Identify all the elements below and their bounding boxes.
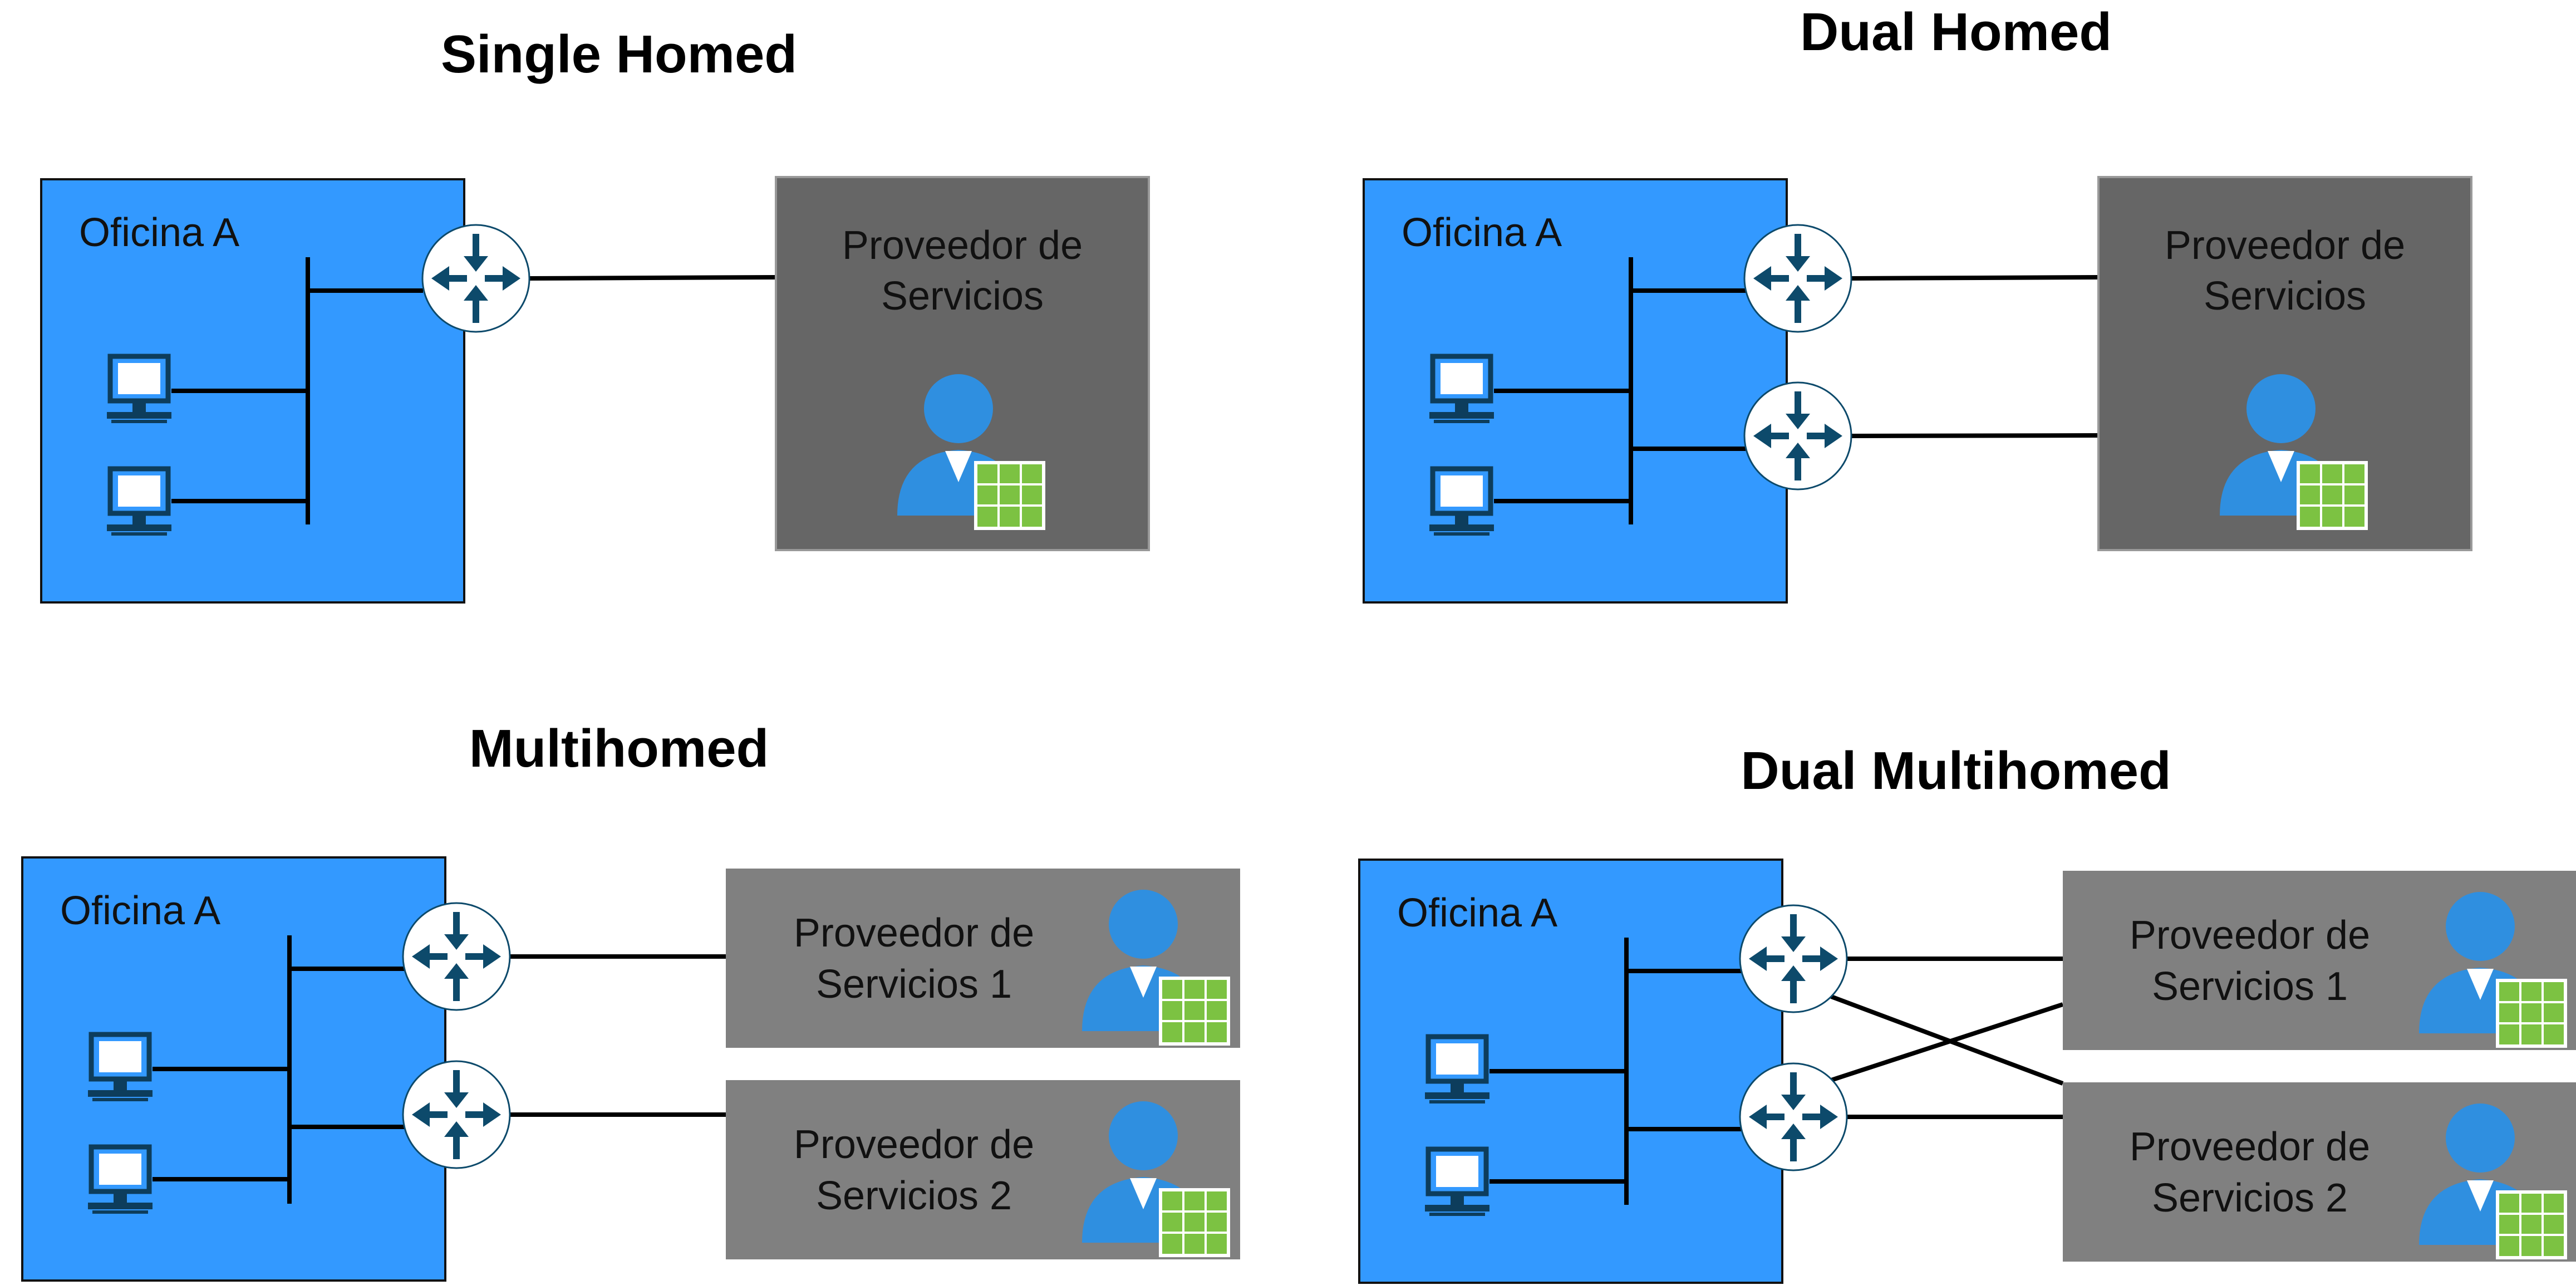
panel-title: Single Homed bbox=[441, 24, 797, 84]
office-label: Oficina A bbox=[1397, 891, 1557, 935]
panel-single-homed: Single Homed Oficina A Proveedor de Serv… bbox=[40, 24, 1150, 604]
panel-multihomed: Multihomed Oficina A Proveedor de Servic… bbox=[21, 719, 1240, 1282]
router-icon bbox=[1740, 1063, 1847, 1170]
office-label: Oficina A bbox=[1402, 210, 1562, 255]
provider1-label-line2: Servicios 1 bbox=[2152, 964, 2348, 1009]
router-icon bbox=[403, 1061, 510, 1168]
router-icon bbox=[1744, 225, 1851, 332]
panel-title: Multihomed bbox=[469, 719, 769, 778]
panel-title: Dual Multihomed bbox=[1741, 741, 2171, 801]
provider-label-line1: Proveedor de bbox=[842, 223, 1083, 268]
lan-bus bbox=[1489, 938, 1741, 1205]
provider2-label-line1: Proveedor de bbox=[794, 1122, 1034, 1167]
office-label: Oficina A bbox=[79, 210, 239, 255]
provider-label-line2: Servicios bbox=[881, 274, 1044, 318]
panel-dual-multihomed: Dual Multihomed Oficina A Proveedor de S… bbox=[1358, 741, 2576, 1284]
provider2-label-line2: Servicios 2 bbox=[816, 1174, 1012, 1218]
provider2-label-line2: Servicios 2 bbox=[2152, 1176, 2348, 1220]
provider1-label-line1: Proveedor de bbox=[794, 911, 1034, 955]
router-icon bbox=[422, 225, 529, 332]
router-icon bbox=[403, 903, 510, 1010]
provider1-label-line2: Servicios 1 bbox=[816, 962, 1012, 1007]
provider-label-line2: Servicios bbox=[2204, 274, 2366, 318]
lan-bus bbox=[171, 257, 423, 524]
panel-title: Dual Homed bbox=[1800, 2, 2112, 62]
panel-dual-homed: Dual Homed Oficina A Proveedor de Servic… bbox=[1363, 2, 2472, 604]
provider1-label-line1: Proveedor de bbox=[2130, 913, 2370, 958]
router-icon bbox=[1744, 382, 1851, 489]
provider2-label-line1: Proveedor de bbox=[2130, 1125, 2370, 1169]
wan-links bbox=[1830, 957, 2064, 1119]
wan-link bbox=[528, 275, 776, 281]
wan-link-1 bbox=[1851, 275, 2099, 281]
wan-link-2 bbox=[1851, 433, 2099, 438]
lan-bus bbox=[153, 935, 404, 1204]
router-icon bbox=[1740, 905, 1847, 1012]
lan-bus bbox=[1494, 257, 1746, 524]
office-label: Oficina A bbox=[60, 889, 220, 933]
provider-label-line1: Proveedor de bbox=[2165, 223, 2405, 268]
